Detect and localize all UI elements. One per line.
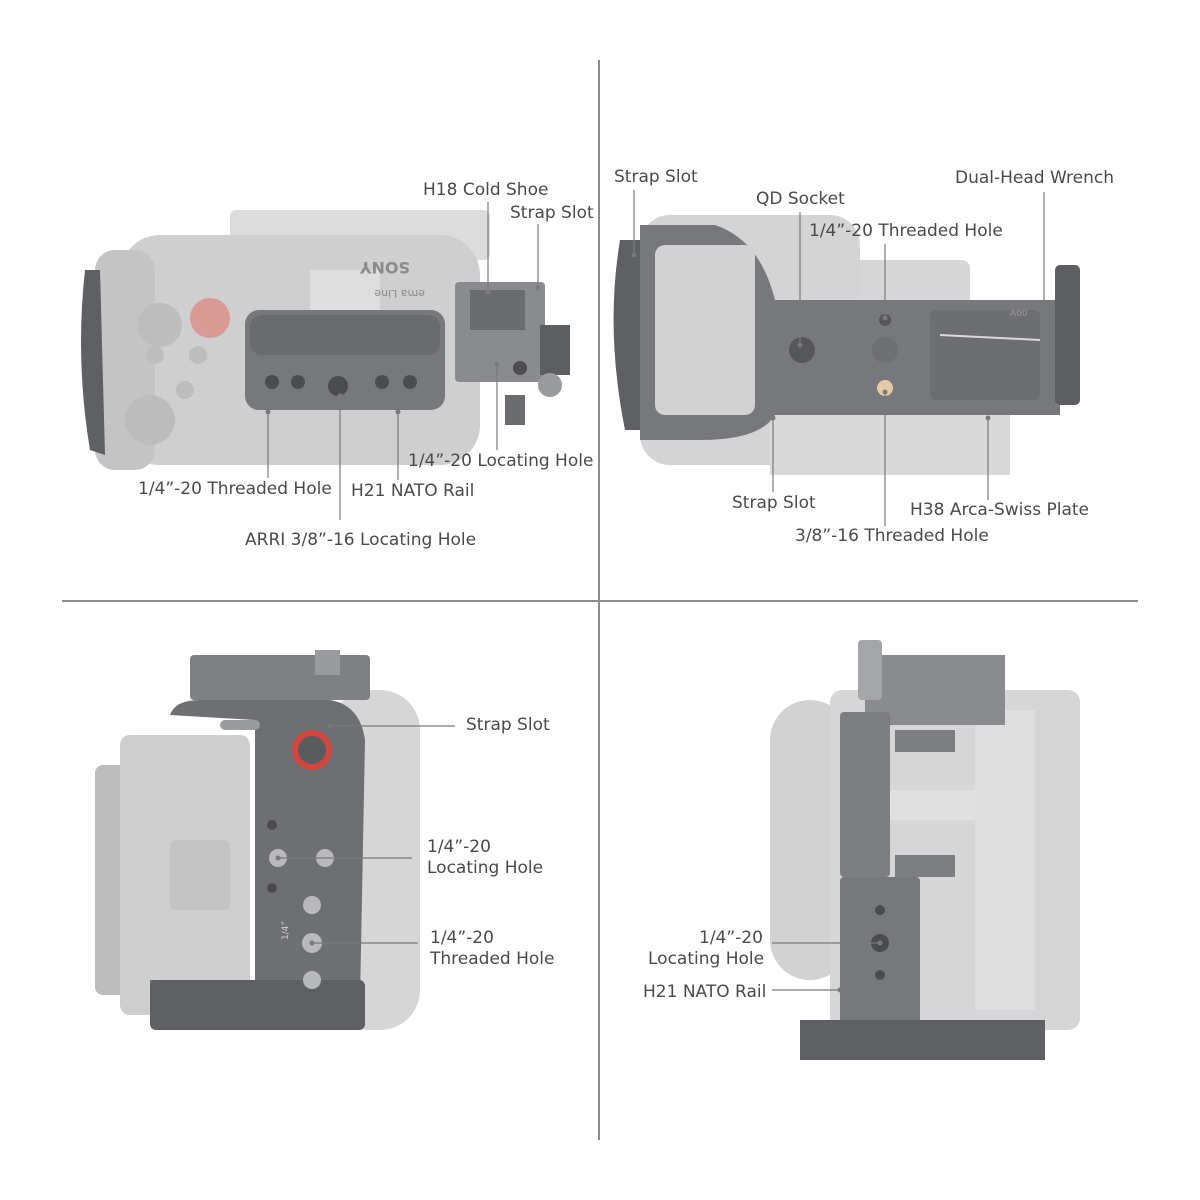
bottom-view-cage: A00 [613, 225, 1080, 440]
label-arca-swiss-plate: H38 Arca-Swiss Plate [910, 500, 1090, 520]
label-locating-hole-br-2: Locating Hole [648, 949, 765, 969]
label-strap-slot-tr-top: Strap Slot [614, 167, 698, 187]
label-nato-rail-br: H21 NATO Rail [643, 982, 767, 1002]
plate-marking: A00 [1010, 309, 1028, 319]
label-threaded-hole-38: 3/8”-16 Threaded Hole [795, 526, 989, 546]
top-view-cage [81, 270, 570, 455]
label-threaded-hole-tr: 1/4”-20 Threaded Hole [809, 221, 1003, 241]
label-locating-hole-br-1: 1/4”-20 [699, 928, 763, 948]
label-locating-hole-tl: 1/4”-20 Locating Hole [408, 451, 594, 471]
label-locating-hole-bl-2: Locating Hole [427, 858, 544, 878]
horizontal-divider [62, 600, 1138, 602]
label-nato-rail-tl: H21 NATO Rail [351, 481, 475, 501]
label-locating-hole-bl-1: 1/4”-20 [427, 837, 491, 857]
label-strap-slot-tl: Strap Slot [510, 203, 594, 223]
label-strap-slot-tr-bottom: Strap Slot [732, 493, 816, 513]
leader-lines [265, 190, 1047, 993]
label-threaded-hole-bl-2: Threaded Hole [430, 949, 555, 969]
camera-brand: SONY [359, 258, 410, 277]
label-h18-cold-shoe: H18 Cold Shoe [423, 180, 549, 200]
label-threaded-hole-bl-1: 1/4”-20 [430, 928, 494, 948]
label-dual-head-wrench: Dual-Head Wrench [955, 168, 1115, 188]
label-arri-hole: ARRI 3/8”-16 Locating Hole [245, 530, 477, 550]
camera-line-text: ema Line [374, 287, 425, 300]
grip-marking: 1/4” [281, 921, 291, 940]
label-qd-socket: QD Socket [756, 189, 845, 209]
label-threaded-hole-tl: 1/4”-20 Threaded Hole [138, 479, 332, 499]
side-view-cage [800, 640, 1045, 1060]
grip-side-cage: 1/4” [150, 650, 370, 1030]
label-strap-slot-bl: Strap Slot [466, 715, 550, 735]
